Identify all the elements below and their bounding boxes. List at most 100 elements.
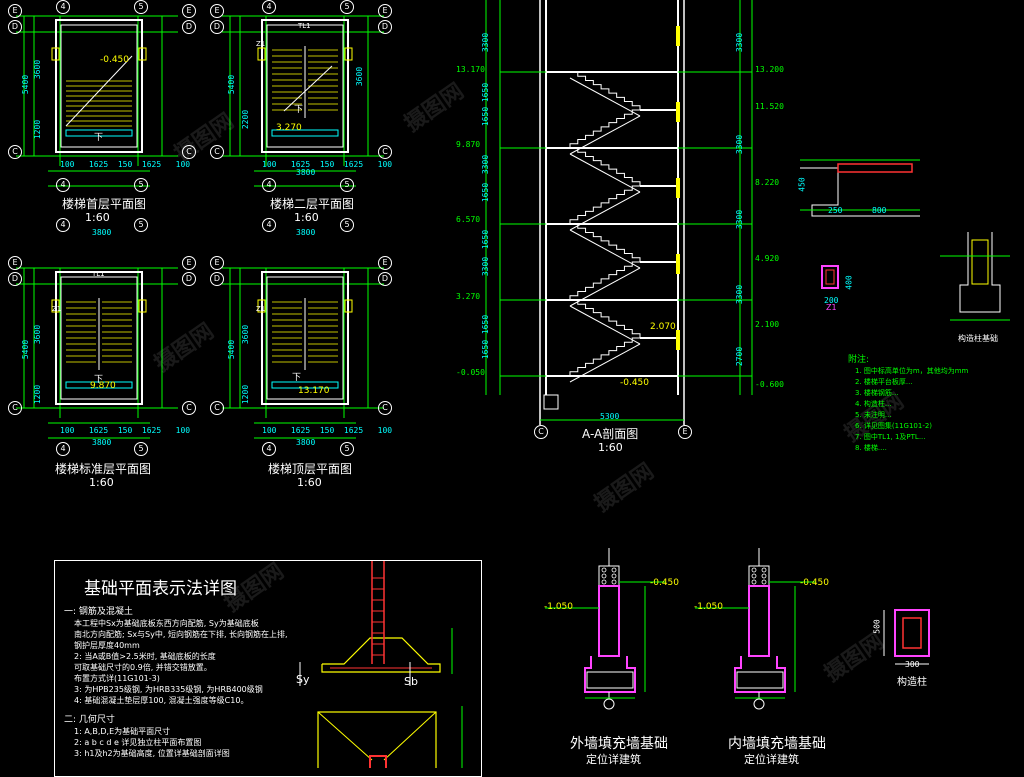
grid-axis-tag: D — [378, 20, 392, 34]
section-left-dim: 3300 — [481, 256, 491, 277]
section-aa — [485, 0, 753, 425]
section-right-level: -0.600 — [755, 380, 784, 389]
grid-axis-tag: D — [8, 20, 22, 34]
section-floor-mark: -0.450 — [620, 378, 650, 388]
wall-rebar — [601, 579, 607, 585]
section-left-dim: 1650 — [481, 339, 491, 360]
plan-height-standard-bot: 1200 — [33, 384, 43, 405]
wall-level: -1.050 — [544, 602, 574, 612]
grid-axis-tag: E — [378, 256, 392, 270]
foundation-title: 基础平面表示法详图 — [84, 579, 237, 599]
plan-beam-label: TL1 — [298, 22, 311, 30]
section-left-dim: 1650 — [481, 182, 491, 203]
beam-dim: 250 — [828, 206, 843, 215]
plan-title-standard: 楼梯标准层平面图 — [55, 462, 152, 476]
grid-axis-tag: 5 — [134, 0, 148, 14]
window — [676, 330, 680, 350]
footing-plan — [317, 711, 437, 768]
plan-height-top-mid: 3600 — [241, 324, 251, 345]
plan-scale-second: 1:60 — [294, 211, 319, 224]
axis-circle — [603, 698, 615, 710]
plan-height-ground-total: 5400 — [21, 74, 31, 95]
text-line: 可取基础尺寸的0.9倍, 并错交错放置。 — [74, 663, 212, 672]
grid-axis-tag: 5 — [340, 0, 354, 14]
stair-plan — [16, 15, 178, 187]
section-left-level: 9.870 — [456, 140, 481, 149]
grid-axis-tag: 4 — [56, 442, 70, 456]
section-axis-right: E — [678, 425, 692, 439]
text-line: 3. 楼梯钢筋... — [855, 389, 899, 397]
slab-rebar — [837, 163, 913, 173]
stair-flight — [570, 71, 641, 110]
strip-footing — [734, 656, 786, 693]
section-left-dim: 3300 — [481, 32, 491, 53]
wall-level: -0.450 — [650, 578, 680, 588]
section-left-level: 3.270 — [456, 292, 481, 301]
text-line: 2: a b c d e 详见独立柱平面布置图 — [74, 738, 202, 747]
stair-wall — [261, 271, 349, 405]
z1-column-section — [821, 265, 839, 289]
grid-axis-tag: C — [8, 401, 22, 415]
footing-label-box — [736, 671, 784, 689]
wall-level: -0.450 — [800, 578, 830, 588]
construction-column — [894, 609, 930, 657]
plan-height-ground-mid: 3600 — [33, 59, 43, 80]
grid-axis-tag: E — [210, 256, 224, 270]
grid-axis-tag: 4 — [262, 442, 276, 456]
wall-rebar — [751, 567, 757, 573]
plan-title-second: 楼梯二层平面图 — [270, 197, 355, 211]
grid-axis-tag: 5 — [134, 442, 148, 456]
plan-height-top-total: 5400 — [227, 339, 237, 360]
text-line: 4. 构造柱... — [855, 400, 892, 408]
beam-dim: 800 — [872, 206, 887, 215]
plan-column-label: Z1 — [256, 40, 266, 48]
column-z1 — [257, 299, 266, 313]
grid-axis-tag: C — [210, 145, 224, 159]
notes-title: 附注: — [848, 355, 870, 365]
section-right-dim: 3300 — [735, 209, 745, 230]
plan-column-label: Z1 — [256, 305, 266, 313]
plan-height-top-bot: 1200 — [241, 384, 251, 405]
wall-foundations — [545, 548, 930, 710]
column-z1 — [344, 47, 353, 61]
grid-axis-tag: E — [8, 256, 22, 270]
wall-rebar — [601, 573, 607, 579]
plan-subdims-ground: 100 1625 150 1625 100 — [60, 160, 191, 169]
plan-height-standard-mid: 3600 — [33, 324, 43, 345]
grid-axis-tag: C — [8, 145, 22, 159]
right-details — [800, 159, 1010, 321]
column-footing — [959, 232, 1001, 313]
stair-slab — [569, 191, 641, 231]
column-stirrup — [902, 617, 922, 649]
grid-axis-tag: 4 — [262, 0, 276, 14]
footing-plan-diag — [317, 711, 373, 761]
stair-slab — [569, 305, 641, 345]
stair-wall — [261, 19, 349, 153]
text-line: 8. 楼梯.... — [855, 444, 887, 452]
section-right-level: 8.220 — [755, 178, 780, 187]
stair-slab — [569, 229, 641, 269]
footing-label-box — [586, 671, 634, 689]
stair-wall — [55, 271, 143, 405]
stair-slab — [569, 343, 641, 383]
landing — [271, 381, 339, 389]
z1-dim: 400 — [844, 275, 854, 290]
plan-down-label-ground: 下 — [94, 133, 104, 143]
window — [676, 102, 680, 122]
section-left-level: -0.050 — [456, 368, 485, 377]
grid-axis-tag: D — [378, 272, 392, 286]
cut-line — [283, 65, 333, 112]
wall-foundation-title-outer: 外墙填充墙基础 — [570, 736, 668, 752]
grid-axis-tag: 4 — [262, 218, 276, 232]
wall-rebar — [611, 567, 617, 573]
rebar-label-sb: Sb — [404, 675, 418, 688]
stair-wall-inner — [60, 276, 138, 400]
stair-flight — [570, 299, 641, 338]
grid-axis-tag: D — [210, 20, 224, 34]
grid-axis-tag: E — [182, 4, 196, 18]
section-right-dim: 2700 — [735, 346, 745, 367]
section-bottom-dim: 5300 — [600, 412, 620, 421]
text-line: 2. 楼梯平台板厚... — [855, 378, 913, 386]
plan-scale-ground: 1:60 — [85, 211, 110, 224]
stair-flight — [570, 147, 641, 186]
